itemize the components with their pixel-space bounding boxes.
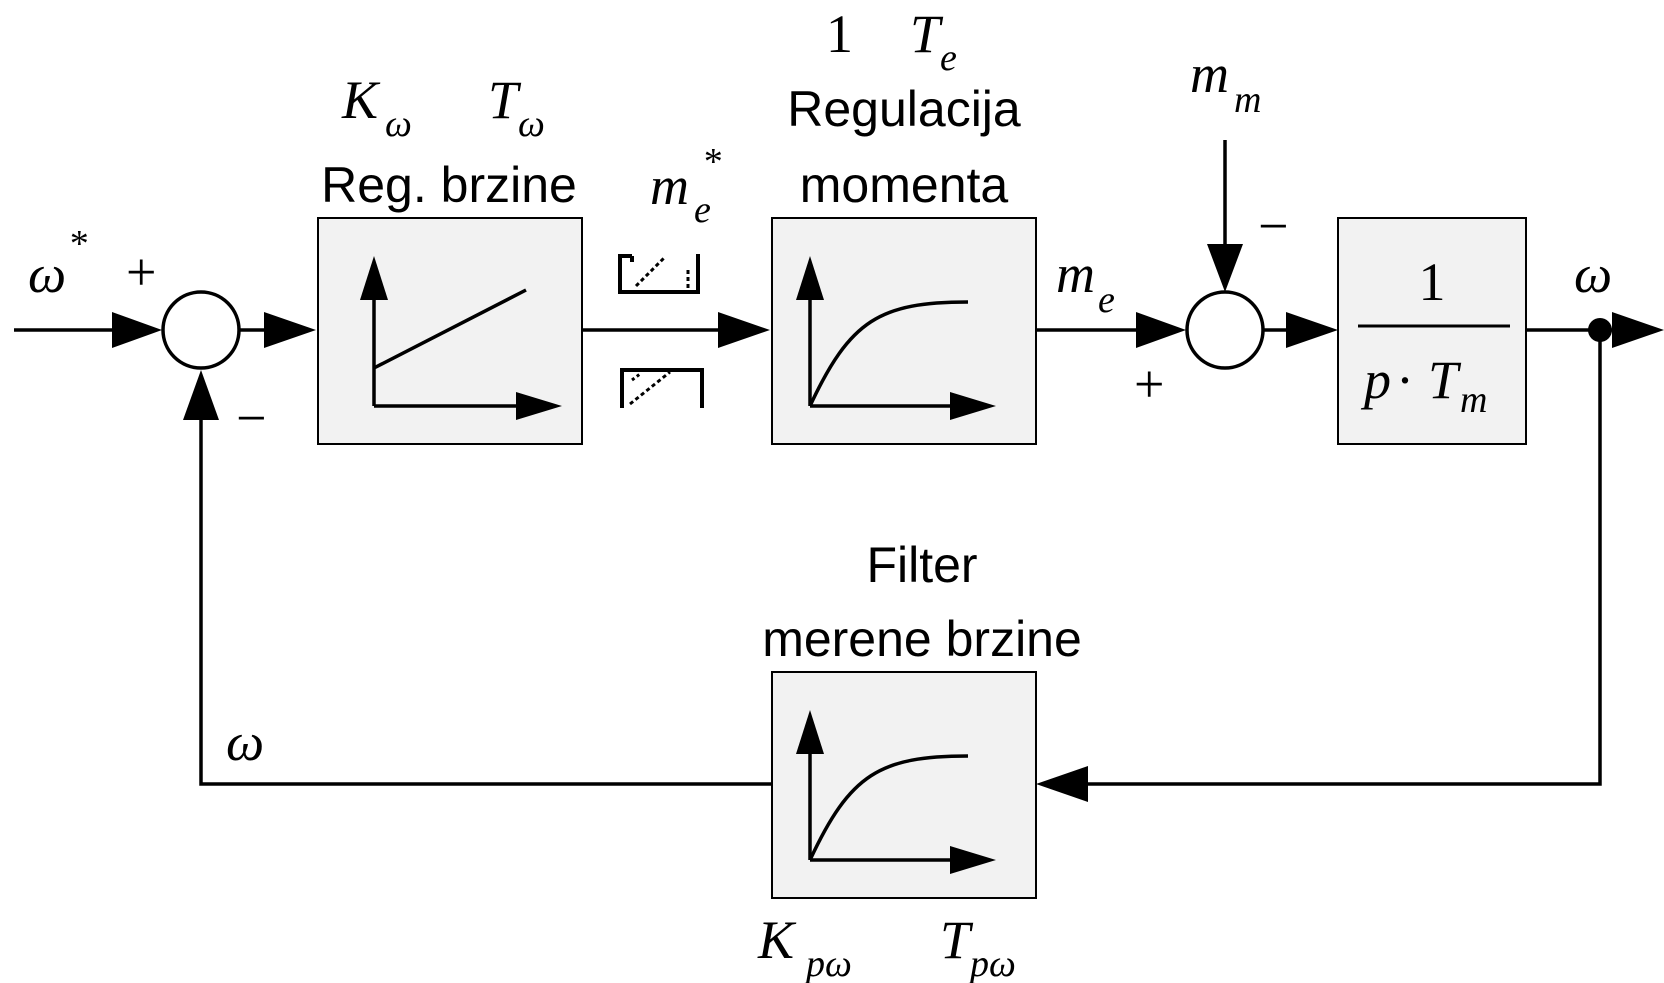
feedback-filter-t-sub: pω (967, 943, 1016, 983)
load-torque-arrow (1207, 244, 1243, 292)
controller-to-torque-arrow (718, 312, 770, 348)
feedback-signal-symbol: ω (226, 712, 264, 772)
torque-regulation-params: 1 T e (826, 4, 957, 79)
speed-controller-t: T (488, 70, 522, 130)
feedback-wire-right (1080, 330, 1602, 786)
torque-ref-sup: * (702, 141, 721, 183)
sum1-minus-sign: − (236, 388, 266, 448)
load-torque-symbol: m (1190, 44, 1229, 104)
speed-controller-t-sub: ω (518, 103, 545, 145)
torque-reference-label: m e * (650, 141, 721, 231)
feedback-filter-title-line1: Filter (866, 537, 977, 593)
load-torque-sub: m (1234, 79, 1261, 121)
load-torque-label: m m (1190, 44, 1261, 121)
upper-limit-icon (618, 254, 700, 294)
feedback-arrow-into-sum1 (183, 370, 219, 420)
feedback-filter-title-line2: merene brzine (762, 611, 1082, 667)
sum2-plus-sign: + (1134, 354, 1164, 414)
feedback-filter-k: K (757, 910, 797, 970)
mechanical-denominator-t: T (1428, 350, 1462, 410)
torque-ref-sub: e (694, 189, 711, 231)
torque-ref-symbol: m (650, 156, 689, 216)
em-torque-sub: e (1098, 279, 1115, 321)
mechanical-block (1337, 217, 1527, 445)
torque-to-sum2-arrow (1136, 312, 1186, 348)
output-arrow (1612, 312, 1664, 348)
input-superscript: * (68, 223, 87, 265)
em-torque-symbol: m (1056, 244, 1095, 304)
torque-regulation-gain: 1 (826, 4, 853, 64)
input-arrow (112, 312, 162, 348)
torque-regulation-graph-icon (796, 256, 996, 420)
sum1-to-controller-arrow (264, 312, 316, 348)
sum2-minus-sign: − (1258, 196, 1288, 256)
feedback-filter-t: T (940, 910, 974, 970)
torque-regulation-t: T (910, 4, 944, 64)
torque-regulation-title-line2: momenta (800, 157, 1009, 213)
input-signal-label: ω * (28, 223, 87, 304)
mechanical-numerator: 1 (1419, 252, 1446, 312)
sum2-to-mech-arrow (1286, 312, 1338, 348)
lower-limit-icon (620, 368, 704, 408)
speed-controller-params: K ω T ω (341, 70, 545, 145)
speed-controller-title: Reg. brzine (321, 157, 577, 213)
speed-controller-k: K (341, 70, 381, 130)
mechanical-denominator-sub: m (1460, 379, 1487, 421)
feedback-filter-params: K pω T pω (757, 910, 1016, 983)
speed-controller-k-sub: ω (385, 103, 412, 145)
mechanical-denominator-p: p (1360, 350, 1391, 410)
summing-junction-2 (1185, 290, 1265, 370)
sum1-plus-sign: + (126, 242, 156, 302)
torque-regulation-title-line1: Regulacija (787, 81, 1021, 137)
electromagnetic-torque-label: m e (1056, 244, 1115, 321)
mechanical-denominator: p · T m (1360, 350, 1487, 421)
torque-regulation-t-sub: e (940, 37, 957, 79)
feedback-wire-left (199, 420, 772, 786)
speed-controller-graph-icon (360, 256, 562, 420)
feedback-filter-k-sub: pω (803, 943, 852, 983)
output-symbol: ω (1574, 244, 1612, 304)
input-symbol: ω (28, 244, 66, 304)
mechanical-denominator-dot: · (1396, 350, 1414, 410)
summing-junction-1 (161, 290, 241, 370)
feedback-filter-graph-icon (796, 710, 996, 874)
feedback-arrow-into-filter (1036, 766, 1088, 802)
